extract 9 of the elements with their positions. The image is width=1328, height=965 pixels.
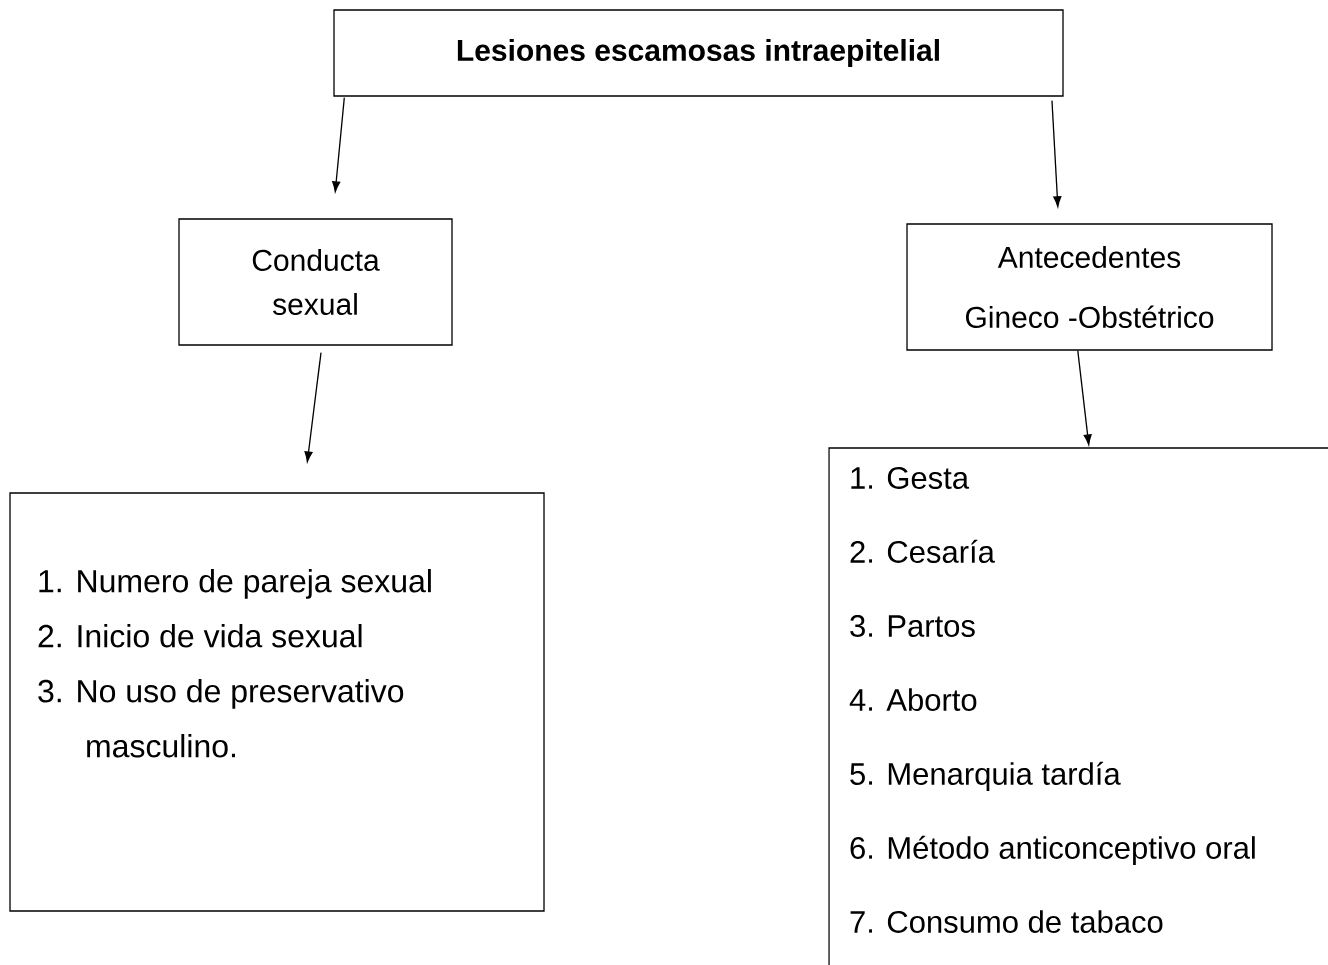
title-box: Lesiones escamosas intraepitelial: [333, 9, 1064, 97]
arrow: [304, 352, 322, 463]
concept-box: Conducta sexual: [178, 218, 453, 346]
arrow: [1077, 350, 1092, 446]
list-box: 1. Numero de pareja sexual 2. Inicio de vida sexual 3. No uso de preservativo masculino.: [9, 492, 545, 912]
list-box: 1. Gesta 2. Cesaría 3. Partos 4. Aborto 5. Menarquia tardía 6. Método anticonceptivo oral 7. Consumo de tabaco: [828, 447, 1328, 965]
concept-box: Antecedentes Gineco -Obstétrico: [906, 223, 1273, 351]
arrow: [332, 97, 345, 193]
arrow: [1051, 100, 1062, 208]
